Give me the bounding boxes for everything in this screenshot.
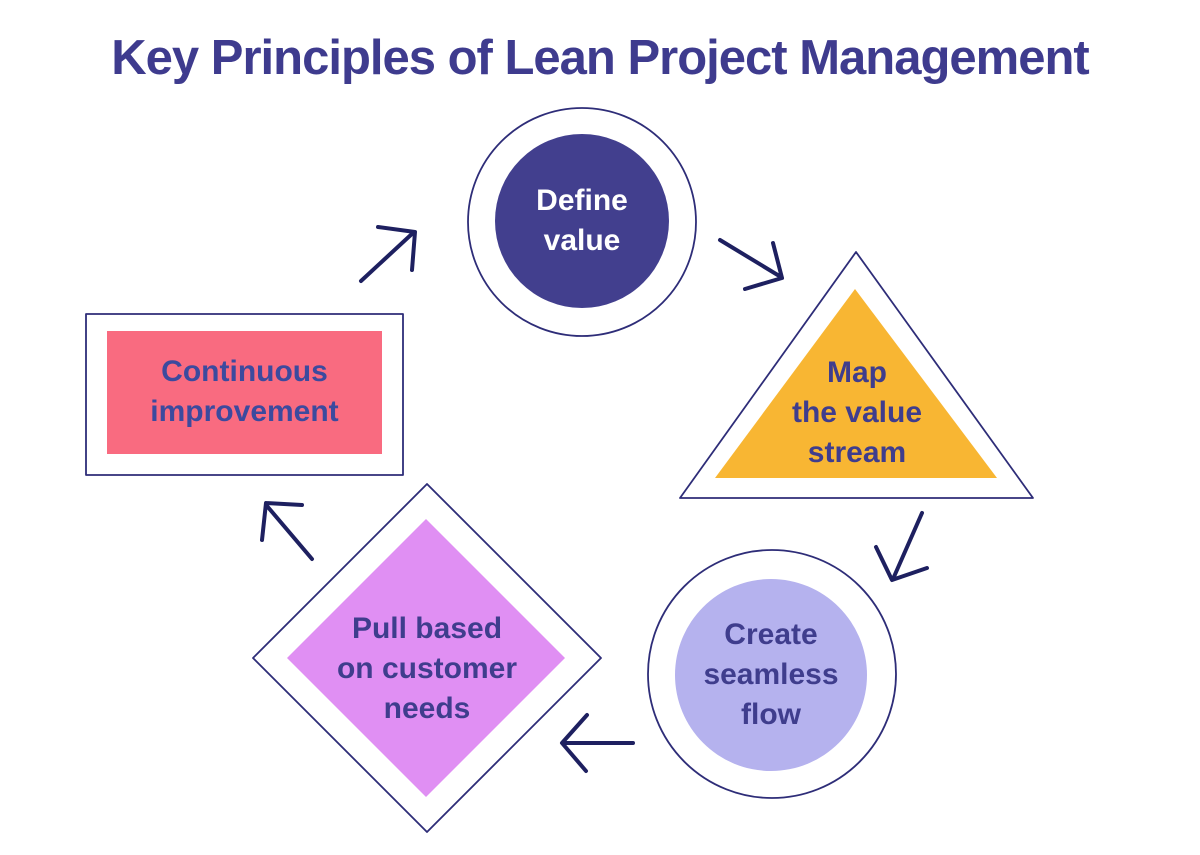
arrow-define-value-to-map-value-stream (718, 238, 784, 291)
pull-customer-needs-diamond (287, 519, 565, 797)
page-title: Key Principles of Lean Project Managemen… (111, 31, 1089, 85)
define-value-circle (495, 134, 669, 308)
arrow-map-value-stream-to-create-seamless-flow (874, 511, 929, 582)
arrow-continuous-improvement-to-define-value (359, 225, 417, 283)
arrow-create-seamless-flow-to-pull-customer-needs (560, 713, 635, 773)
create-seamless-flow-circle (675, 579, 867, 771)
continuous-improvement-rect (107, 331, 382, 454)
map-value-stream-triangle (715, 289, 997, 478)
arrow-pull-customer-needs-to-continuous-improvement (260, 501, 314, 561)
